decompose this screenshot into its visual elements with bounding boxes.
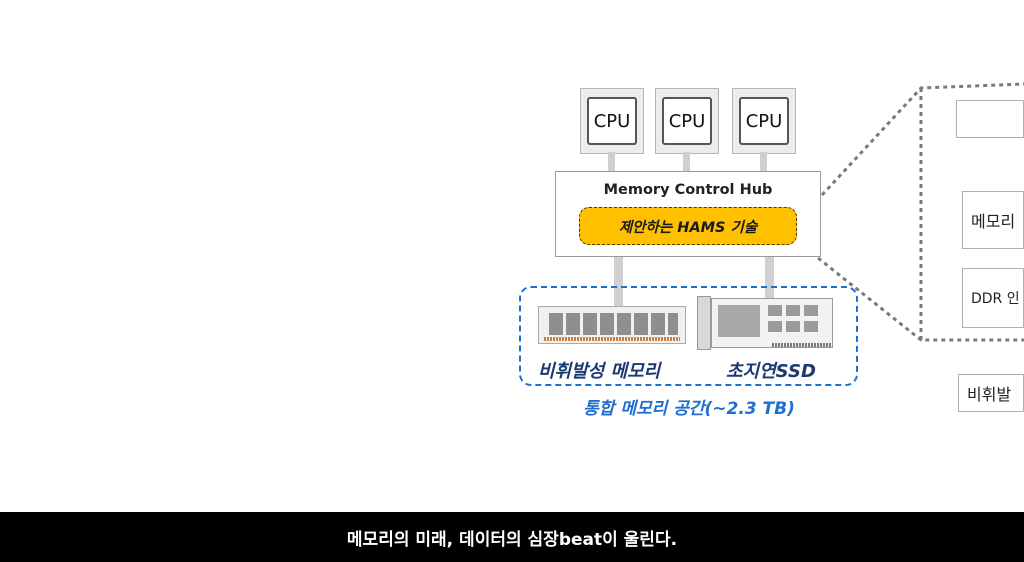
right-panel-box-3: DDR 인 <box>962 268 1024 328</box>
cpu-chip-2: CPU <box>655 88 719 154</box>
cpu-stem-2 <box>683 152 690 171</box>
ssd-card-icon <box>711 298 833 348</box>
ssd-bracket-icon <box>697 296 711 350</box>
cpu-stem-3 <box>760 152 767 171</box>
nvm-module-icon <box>538 306 686 344</box>
cpu-chip-3: CPU <box>732 88 796 154</box>
unified-memory-label: 통합 메모리 공간(~2.3 TB) <box>583 399 795 419</box>
ssd-label: 초지연SSD <box>726 361 816 382</box>
cpu-label-2: CPU <box>662 97 712 145</box>
cpu-label-1: CPU <box>587 97 637 145</box>
cpu-label-3: CPU <box>739 97 789 145</box>
memory-control-hub: Memory Control Hub 제안하는 HAMS 기술 <box>555 171 821 257</box>
nvm-label: 비휘발성 메모리 <box>538 361 661 382</box>
hub-title: Memory Control Hub <box>603 182 773 198</box>
unified-memory-region <box>519 286 858 386</box>
cpu-stem-1 <box>608 152 615 171</box>
right-panel-box-4: 비휘발 <box>958 374 1024 412</box>
caption-text: 메모리의 미래, 데이터의 심장beat이 울린다. <box>346 529 678 550</box>
caption-bar: 메모리의 미래, 데이터의 심장beat이 울린다. <box>0 512 1024 562</box>
connector-lines <box>614 82 1024 342</box>
cpu-chip-1: CPU <box>580 88 644 154</box>
right-panel-box-1 <box>956 100 1024 138</box>
right-panel-box-2: 메모리 <box>962 191 1024 249</box>
hams-technology-badge: 제안하는 HAMS 기술 <box>579 207 797 245</box>
